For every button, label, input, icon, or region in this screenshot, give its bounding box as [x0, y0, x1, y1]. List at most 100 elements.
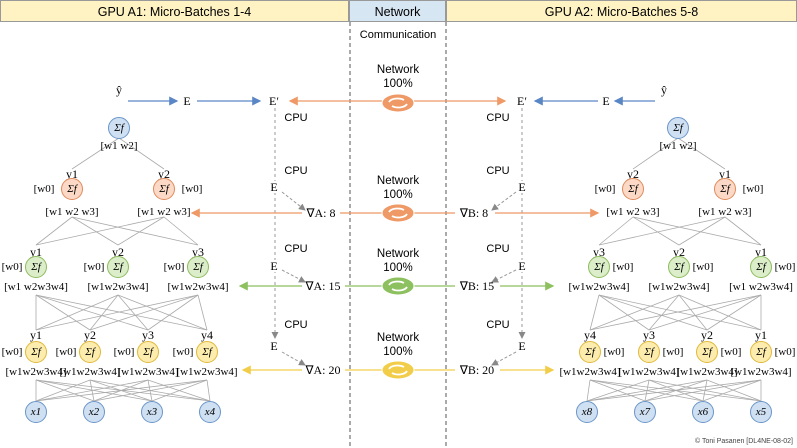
- right-l2-node-2: Σf: [622, 178, 644, 200]
- left-conn-l3-l4-01: [35, 294, 91, 331]
- right-conn-l4-in-30: [589, 379, 762, 402]
- left-l4-y-4: y4: [201, 328, 213, 342]
- left-output-node: Σf: [108, 117, 130, 139]
- right-conn-l3-l4-12: [648, 294, 680, 331]
- cpu-label-right-3: CPU: [486, 243, 510, 255]
- e-to-grad-b-15: [491, 269, 517, 283]
- right-l3-y-1: y1: [755, 245, 767, 259]
- right-l3-weights-2: [w1w2w3w4]: [648, 281, 710, 293]
- right-l3-bias-3: [w0]: [612, 261, 634, 273]
- gpu-a1-header: GPU A1: Micro-Batches 1-4: [0, 0, 349, 22]
- cpu-label-left-4: CPU: [284, 319, 308, 331]
- left-input-1: x1: [25, 401, 47, 423]
- left-l4-y-2: y2: [84, 328, 96, 342]
- right-l4-node-3: Σf: [638, 341, 660, 363]
- left-l3-weights-1: [w1 w2w3w4]: [4, 281, 68, 293]
- y-hat-right: ŷ: [661, 83, 667, 97]
- network-sync-icon-2: [381, 203, 415, 223]
- left-conn-l4-in-31: [93, 379, 208, 402]
- left-conn-out-1: [118, 137, 165, 170]
- right-conn-l4-in-32: [589, 379, 646, 402]
- left-l3-weights-3: [w1w2w3w4]: [167, 281, 229, 293]
- right-l3-y-3: y3: [593, 245, 605, 259]
- grad-a-8: ∇A: 8: [306, 206, 336, 220]
- left-conn-l4-in-32: [151, 379, 208, 402]
- right-l4-weights-4: [w1w2w3w4]: [559, 366, 621, 378]
- right-input-1: x5: [750, 401, 772, 423]
- cpu-e-left-1: E: [270, 180, 278, 194]
- left-l2-weights-1: [w1 w2 w3]: [45, 206, 99, 218]
- right-conn-l4-in-20: [648, 379, 762, 402]
- right-conn-l3-l4-03: [589, 294, 762, 331]
- right-conn-l3-l4-21: [598, 294, 708, 331]
- left-l3-bias-1: [w0]: [1, 261, 23, 273]
- right-conn-l4-in-31: [589, 379, 704, 402]
- e-to-grad-b-8: [491, 191, 517, 211]
- loss-eprime-left: E′: [269, 94, 279, 108]
- left-l4-weights-2: [w1w2w3w4]: [59, 366, 121, 378]
- right-l4-weights-2: [w1w2w3w4]: [676, 366, 738, 378]
- left-l3-node-3: Σf: [187, 256, 209, 278]
- grad-a-20: ∇A: 20: [305, 363, 341, 377]
- left-l4-node-2: Σf: [79, 341, 101, 363]
- left-conn-l3-l4-21: [89, 294, 199, 331]
- right-l4-bias-1: [w0]: [774, 346, 796, 358]
- left-l2-bias-2: [w0]: [181, 183, 203, 195]
- right-l3-weights-3: [w1w2w3w4]: [568, 281, 630, 293]
- left-l3-bias-3: [w0]: [163, 261, 185, 273]
- right-l2-node-1: Σf: [714, 178, 736, 200]
- left-l4-node-1: Σf: [25, 341, 47, 363]
- grad-a-15: ∇A: 15: [305, 279, 341, 293]
- cpu-e-right-1: E: [518, 180, 526, 194]
- right-conn-out-1: [632, 137, 679, 170]
- copyright: © Toni Pasanen [DL4NE-08-02]: [694, 438, 793, 445]
- cpu-label-right-2: CPU: [486, 165, 510, 177]
- right-input-4: x8: [576, 401, 598, 423]
- right-input-3: x7: [634, 401, 656, 423]
- e-to-grad-a-8: [281, 191, 306, 211]
- left-l4-node-4: Σf: [196, 341, 218, 363]
- right-l4-weights-1: [w1w2w3w4]: [730, 366, 792, 378]
- right-input-2: x6: [692, 401, 714, 423]
- right-l4-node-4: Σf: [579, 341, 601, 363]
- left-l2-node-1: Σf: [61, 178, 83, 200]
- loss-e-right: E: [602, 94, 610, 108]
- right-l4-node-1: Σf: [750, 341, 772, 363]
- left-conn-l3-l4-22: [147, 294, 199, 331]
- e-to-grad-a-15: [281, 269, 306, 283]
- left-l4-y-1: y1: [30, 328, 42, 342]
- left-conn-l3-l4-10: [35, 294, 119, 331]
- left-conn-l2-l3-12: [163, 216, 199, 246]
- right-l3-weights-1: [w1 w2w3w4]: [729, 281, 793, 293]
- right-conn-l2-l3-10: [632, 216, 762, 246]
- left-l4-weights-3: [w1w2w3w4]: [117, 366, 179, 378]
- left-l4-weights-1: [w1w2w3w4]: [5, 366, 67, 378]
- right-conn-l2-l3-00: [724, 216, 762, 246]
- right-l3-bias-1: [w0]: [774, 261, 796, 273]
- cpu-e-right-3: E: [518, 339, 526, 353]
- right-l4-bias-4: [w0]: [603, 346, 625, 358]
- left-input-4: x4: [199, 401, 221, 423]
- right-conn-l3-l4-01: [706, 294, 762, 331]
- right-l2-weights-2: [w1 w2 w3]: [606, 206, 660, 218]
- left-conn-l2-l3-00: [35, 216, 73, 246]
- right-conn-l3-l4-02: [648, 294, 762, 331]
- right-l3-node-3: Σf: [588, 256, 610, 278]
- left-l3-bias-2: [w0]: [83, 261, 105, 273]
- left-l3-node-1: Σf: [25, 256, 47, 278]
- left-l4-weights-4: [w1w2w3w4]: [176, 366, 238, 378]
- left-l2-y-1: y1: [66, 167, 78, 181]
- network-sync-icon-3: [381, 276, 415, 296]
- left-l4-y-3: y3: [142, 328, 154, 342]
- right-l4-bias-2: [w0]: [720, 346, 742, 358]
- network-sync-icon-1: [381, 93, 415, 113]
- left-conn-l3-l4-12: [117, 294, 149, 331]
- left-l4-bias-3: [w0]: [113, 346, 135, 358]
- cpu-label-left-3: CPU: [284, 243, 308, 255]
- right-l3-node-1: Σf: [750, 256, 772, 278]
- right-conn-l4-in-10: [706, 379, 762, 402]
- loss-e-left: E: [183, 94, 191, 108]
